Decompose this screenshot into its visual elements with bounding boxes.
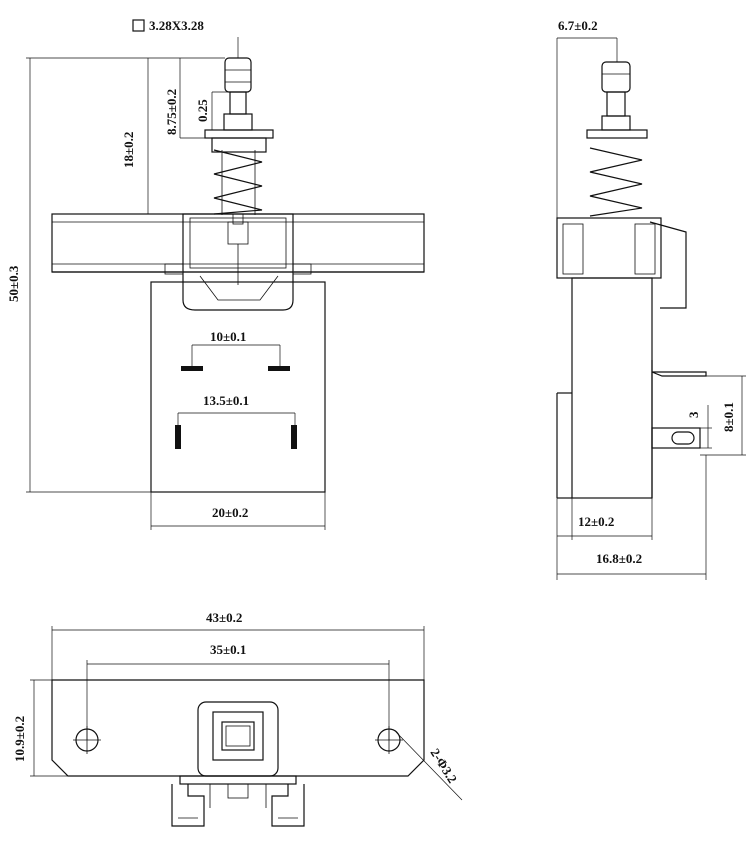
terminal-slot (181, 366, 203, 371)
dim-hole-spacing: 35±0.1 (210, 642, 246, 657)
dim-inner-terminals: 10±0.1 (210, 329, 246, 344)
dim-overall-height: 50±0.3 (6, 265, 21, 302)
side-view: 6.7±0.2 8±0.1 3 12±0.2 16.8±0.2 (556, 18, 746, 580)
front-view: 3.28X3.28 (6, 18, 425, 530)
dim-terminal-width: 3 (686, 411, 701, 418)
dim-body-width: 20±0.2 (212, 505, 248, 520)
bottom-flange (51, 679, 425, 777)
plunger-housing (197, 701, 279, 777)
spring (213, 149, 263, 215)
plunger (204, 37, 274, 153)
terminal-slot (291, 425, 297, 449)
dim-stem-length: 8.75±0.2 (164, 89, 179, 135)
spring (589, 147, 643, 217)
dim-flange-width: 43±0.2 (206, 610, 242, 625)
dim-holes: 2-Φ3.2 (427, 746, 460, 786)
side-body (556, 217, 707, 499)
dim-terminal-pitch: 8±0.1 (721, 402, 736, 432)
switch-body (150, 272, 326, 493)
mounting-flange (51, 213, 425, 285)
square-symbol-icon (132, 19, 145, 32)
dim-overall-depth: 16.8±0.2 (596, 551, 642, 566)
dim-square-marker: 3.28X3.28 (149, 18, 204, 33)
terminal-slot (268, 366, 290, 371)
dim-flange-height: 10.9±0.2 (12, 716, 27, 762)
dim-body-depth: 12±0.2 (578, 514, 614, 529)
terminal-slot (175, 425, 181, 449)
bottom-view: 43±0.2 35±0.1 10.9±0.2 2-Φ3.2 (12, 610, 463, 827)
dim-outer-terminals: 13.5±0.1 (203, 393, 249, 408)
dim-stem-gap: 0.25 (195, 99, 210, 122)
bottom-terminals (171, 775, 305, 827)
side-terminal (651, 427, 701, 449)
dim-stem-width: 6.7±0.2 (558, 18, 598, 33)
dim-top-to-flange: 18±0.2 (121, 132, 136, 168)
